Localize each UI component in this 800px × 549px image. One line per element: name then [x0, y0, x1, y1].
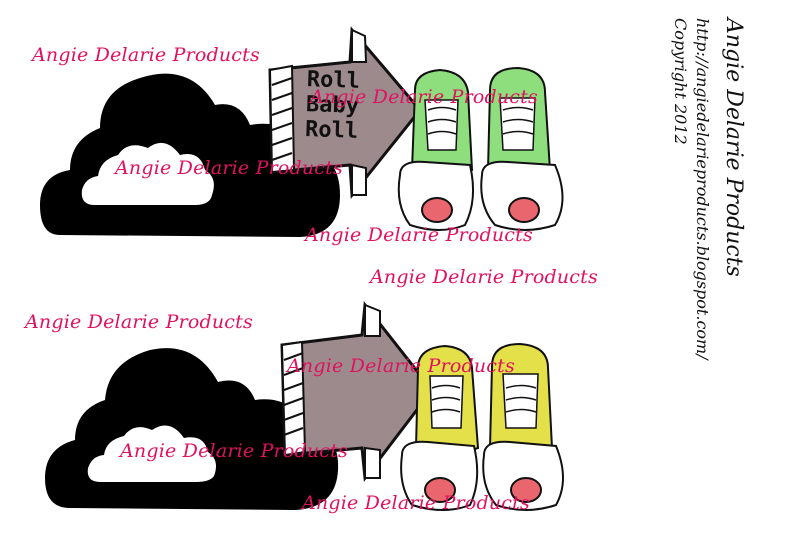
watermark: Angie Delarie Products — [305, 224, 533, 246]
bottom-arrow — [280, 301, 434, 482]
sign-line-3: Roll — [304, 117, 359, 144]
bottom-skates — [400, 342, 564, 511]
watermark: Angie Delarie Products — [287, 355, 515, 377]
brand-name: Angie Delarie Products — [721, 18, 746, 277]
watermark: Angie Delarie Products — [302, 492, 530, 514]
watermark: Angie Delarie Products — [115, 157, 343, 179]
watermark: Angie Delarie Products — [310, 86, 538, 108]
watermark: Angie Delarie Products — [370, 266, 598, 288]
watermark: Angie Delarie Products — [120, 440, 348, 462]
top-skates — [397, 66, 564, 231]
copyright-text: Copyright 2012 — [671, 18, 690, 145]
bottom-cloud — [45, 348, 339, 510]
side-text-block: Angie Delarie Products http://angiedelar… — [640, 0, 800, 549]
watermark: Angie Delarie Products — [32, 44, 260, 66]
watermark: Angie Delarie Products — [25, 311, 253, 333]
top-cloud — [40, 73, 340, 238]
blog-url: http://angiedelarieproducts.blogspot.com… — [693, 18, 712, 360]
top-arrow — [268, 26, 422, 199]
